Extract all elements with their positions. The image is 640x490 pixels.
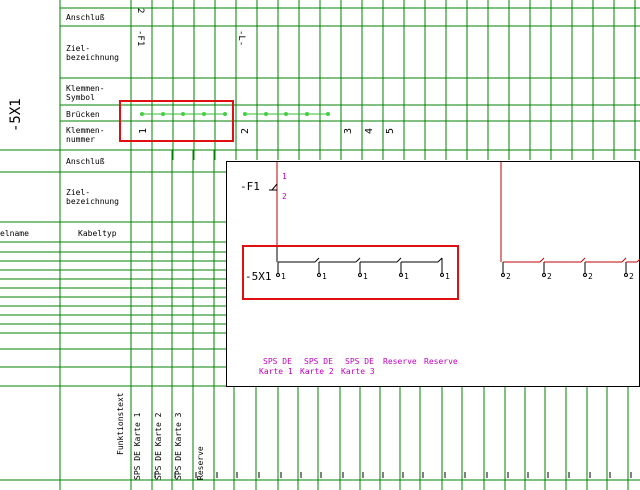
row-label-bruecken: Brücken <box>66 110 100 119</box>
column-header-kabeltyp: Kabeltyp <box>78 229 117 238</box>
terminal-highlight-box <box>242 245 459 300</box>
terminal-circle-left-1 <box>276 273 280 277</box>
function-text-3: SPS DE Karte 3 <box>174 412 183 480</box>
terminal-bridge-kink <box>437 257 443 263</box>
function-text-2: SPS DE Karte 2 <box>154 412 163 480</box>
terminal-2-d: 2 <box>629 272 634 281</box>
terminal-circle-left-4 <box>399 273 403 277</box>
bridge-dot-group1-2 <box>161 112 165 116</box>
terminal-number-5: 5 <box>385 127 396 134</box>
terminal-bridge-kink <box>355 257 361 263</box>
target-l: -L- <box>236 30 246 47</box>
row-label-zielbezeichnung-bottom: Ziel- bezeichnung <box>66 188 119 206</box>
target-f1: -F1 <box>135 30 145 47</box>
terminal-1-c: 1 <box>363 272 368 281</box>
terminal-label-2-line2: Karte 2 <box>300 367 334 376</box>
row-label-klemmennummer: Klemmen- nummer <box>66 126 105 144</box>
terminal-bridge-kink <box>314 257 320 263</box>
strip-label: -5X1 <box>245 270 272 283</box>
bridge-dot-group2-2 <box>264 112 268 116</box>
terminal-label-1-line2: Karte 1 <box>259 367 293 376</box>
column-header-kabelname: elname <box>0 229 29 238</box>
terminal-number-3: 3 <box>343 127 354 134</box>
terminal-circle-right-4 <box>624 273 628 277</box>
bridge-dot-group1-4 <box>202 112 206 116</box>
terminal-1-b: 1 <box>322 272 327 281</box>
function-text-header: Funktionstext <box>116 392 125 455</box>
terminal-1-a: 1 <box>281 272 286 281</box>
terminal-label-4-line1: Reserve <box>383 357 417 366</box>
row-label-zielbezeichnung-top: Ziel- bezeichnung <box>66 44 119 62</box>
terminal-number-2: 2 <box>240 127 251 134</box>
bridge-dot-group1-1 <box>140 112 144 116</box>
bridge-dot-group2-1 <box>243 112 247 116</box>
bridge-dot-group2-3 <box>284 112 288 116</box>
terminal-label-1-line1: SPS DE <box>263 357 292 366</box>
bridge-highlight-box <box>119 100 234 142</box>
terminal-2-b: 2 <box>547 272 552 281</box>
terminal-circle-right-2 <box>542 273 546 277</box>
f1-switch-contact <box>271 183 278 191</box>
terminal-strip-label: -5X1 <box>8 98 24 132</box>
terminal-bridge-kink <box>396 257 402 263</box>
row-label-anschluss-top: Anschluß <box>66 13 105 22</box>
terminal-circle-right-3 <box>583 273 587 277</box>
bridge-dot-group2-5 <box>326 112 330 116</box>
terminal-1-d: 1 <box>404 272 409 281</box>
f1-label: -F1 <box>240 180 260 193</box>
anschluss-value: 2 <box>135 8 145 14</box>
terminal-circle-right-1 <box>501 273 505 277</box>
terminal-label-2-line1: SPS DE <box>304 357 333 366</box>
terminal-label-5-line1: Reserve <box>424 357 458 366</box>
bridge-dot-group1-3 <box>181 112 185 116</box>
terminal-bridge-kink <box>580 257 586 263</box>
row-label-anschluss-bottom: Anschluß <box>66 157 105 166</box>
function-text-4: Reserve <box>196 446 205 480</box>
f1-pin-bottom: 2 <box>282 192 287 201</box>
row-label-klemmen-symbol: Klemmen- Symbol <box>66 84 105 102</box>
bridge-dot-group2-4 <box>305 112 309 116</box>
terminal-1-e: 1 <box>445 272 450 281</box>
f1-pin-top: 1 <box>282 172 287 181</box>
bridge-dot-group1-5 <box>223 112 227 116</box>
terminal-circle-left-2 <box>317 273 321 277</box>
preview-window: -F1 1 2 -5X1 1 1 1 1 1 2 2 2 2 SPS DE Ka… <box>226 161 640 387</box>
terminal-label-3-line1: SPS DE <box>345 357 374 366</box>
terminal-bridge-kink <box>636 258 640 263</box>
terminal-2-c: 2 <box>588 272 593 281</box>
terminal-bridge-kink <box>539 257 545 263</box>
terminal-bridge-kink <box>621 257 627 263</box>
function-text-1: SPS DE Karte 1 <box>133 412 142 480</box>
preview-schematic <box>269 162 640 277</box>
terminal-2-a: 2 <box>506 272 511 281</box>
terminal-label-3-line2: Karte 3 <box>341 367 375 376</box>
terminal-circle-left-3 <box>358 273 362 277</box>
terminal-number-4: 4 <box>364 127 375 134</box>
